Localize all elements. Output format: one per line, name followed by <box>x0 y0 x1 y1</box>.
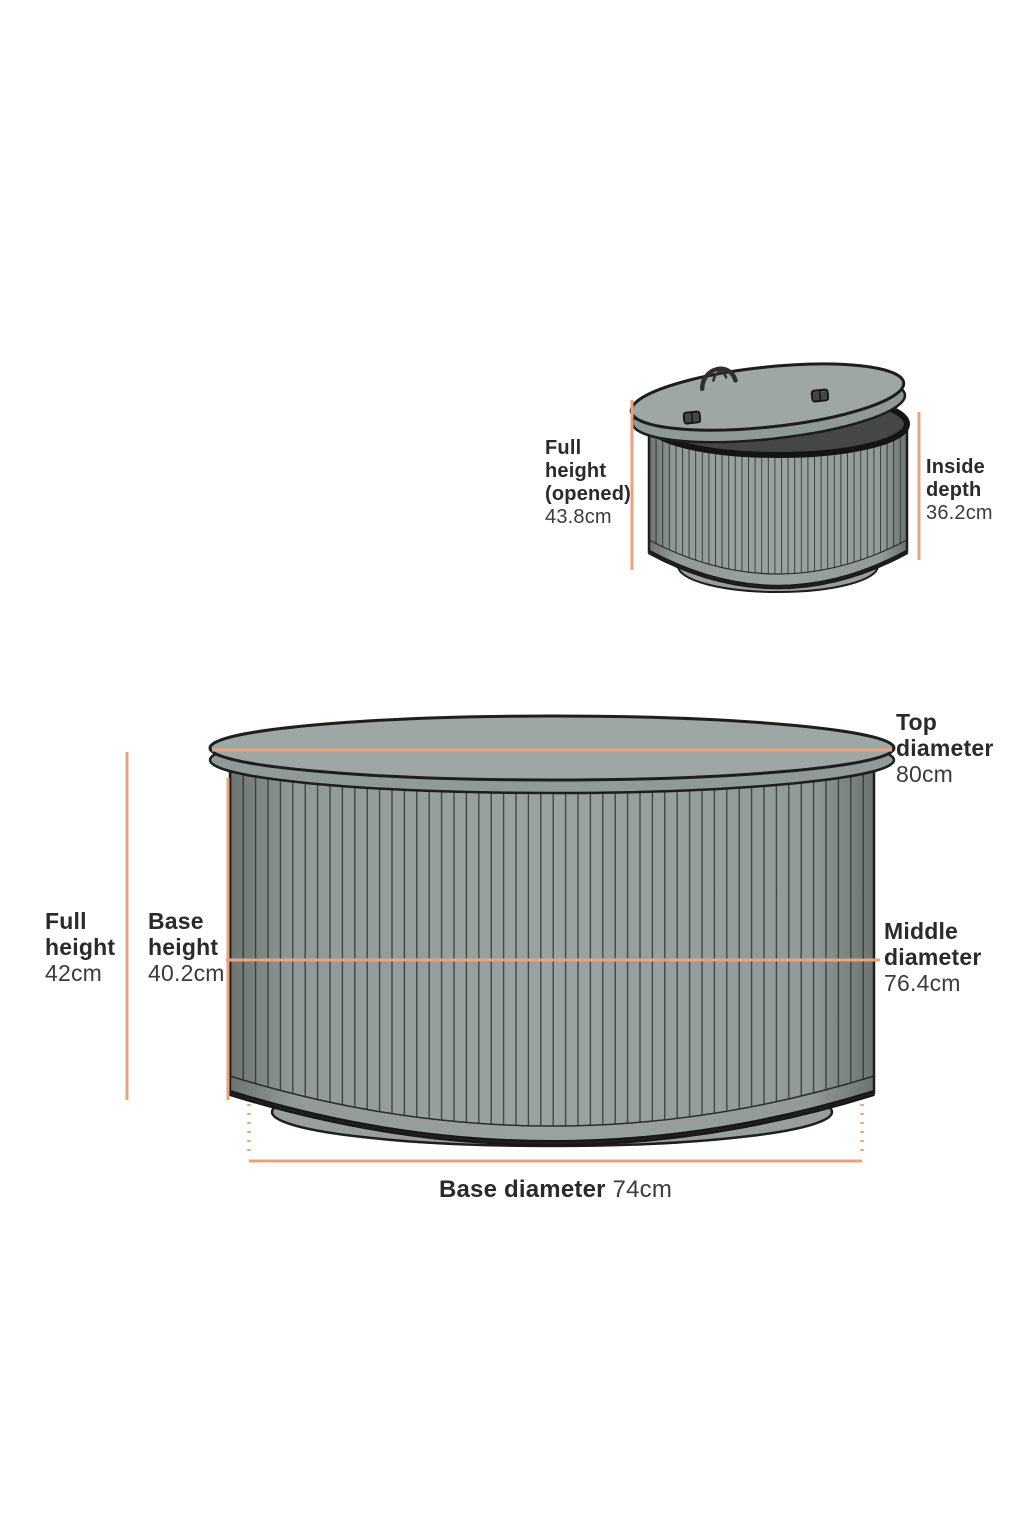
label-line: Base diameter <box>438 1176 606 1203</box>
label-base-diameter: Base diameter 74cm <box>249 1176 862 1204</box>
lid-handle-twist <box>712 370 728 382</box>
lid-handle-icon <box>699 366 738 392</box>
closed-view-illustration <box>125 714 896 1163</box>
label-line: height <box>545 460 607 482</box>
label-line: height <box>45 934 116 960</box>
opened-body-shading <box>649 424 907 587</box>
label-value: 43.8cm <box>545 506 612 528</box>
label-middle-diameter: Middle diameter 76.4cm <box>884 918 981 996</box>
label-line: Top <box>896 709 938 735</box>
label-line: height <box>148 934 219 960</box>
lid-hinge-right <box>810 388 830 403</box>
label-top-diameter: Top diameter 80cm <box>896 709 993 787</box>
label-value: 76.4cm <box>884 970 961 996</box>
label-base-height: Base height 40.2cm <box>148 908 225 986</box>
label-value: 74cm <box>612 1176 673 1203</box>
label-line: diameter <box>896 735 994 761</box>
closed-body-bottom-band <box>229 1075 875 1127</box>
label-value: 36.2cm <box>926 502 993 524</box>
label-full-height-opened: Full height (opened) 43.8cm <box>545 437 631 529</box>
label-line: Inside <box>926 456 985 478</box>
label-line: Full <box>545 437 582 459</box>
label-line: Base <box>148 908 204 934</box>
closed-top-surface <box>208 714 896 782</box>
label-full-height: Full height 42cm <box>45 908 115 986</box>
label-line: diameter <box>884 944 982 970</box>
label-value: 80cm <box>896 761 954 787</box>
lid-hinge-left <box>682 410 702 425</box>
label-value: 40.2cm <box>148 960 225 986</box>
label-line: Full <box>45 908 87 934</box>
opened-body-bottom-band <box>648 539 908 575</box>
label-line: (opened) <box>545 483 632 505</box>
opened-view-illustration <box>629 362 921 593</box>
label-value: 42cm <box>45 960 103 986</box>
label-inside-depth: Inside depth 36.2cm <box>926 456 993 525</box>
label-line: depth <box>926 479 982 501</box>
closed-body-shading <box>230 768 874 1143</box>
label-line: Middle <box>884 918 959 944</box>
